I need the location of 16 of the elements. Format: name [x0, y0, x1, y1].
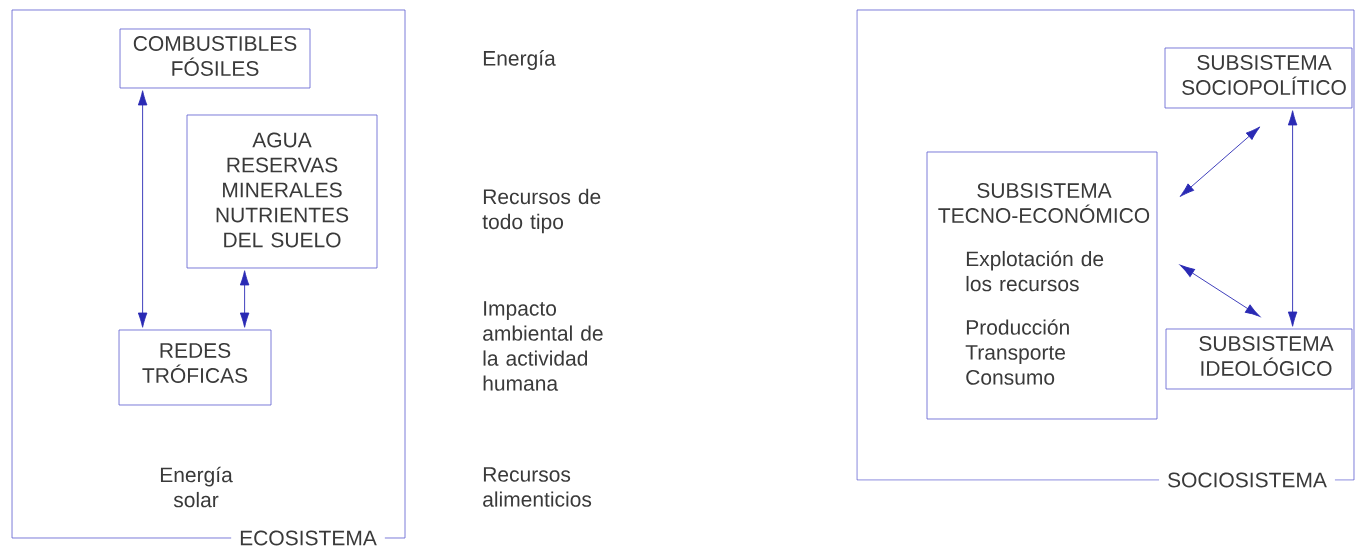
- side-text: Recursos de todo tipo: [482, 188, 601, 234]
- double-arrow: [1287, 110, 1298, 327]
- double-arrow: [1179, 264, 1261, 317]
- subsystem-box: SUBSISTEMA TECNO-ECONÓMICO Explotación de los recursos Producción Transporte Consumo: [926, 151, 1158, 420]
- double-arrow: [1179, 126, 1261, 197]
- side-text: Energía: [483, 50, 556, 70]
- resource-box: AGUA RESERVAS MINERALES NUTRIENTES DEL SUELO: [186, 114, 378, 269]
- food-web-box: REDES TRÓFICAS: [118, 329, 272, 406]
- side-text: Impacto ambiental de la actividad humana: [483, 301, 603, 391]
- double-arrow: [137, 90, 148, 328]
- side-text: Energía solar: [160, 466, 233, 508]
- double-arrow: [239, 270, 250, 328]
- side-text: Recursos alimenticios: [483, 467, 592, 507]
- subsystem-box: SUBSISTEMA IDEOLÓGICO: [1165, 328, 1353, 390]
- subsystem-box: SUBSISTEMA SOCIOPOLÍTICO: [1164, 47, 1353, 109]
- resource-box: COMBUSTIBLES FÓSILES: [119, 28, 311, 89]
